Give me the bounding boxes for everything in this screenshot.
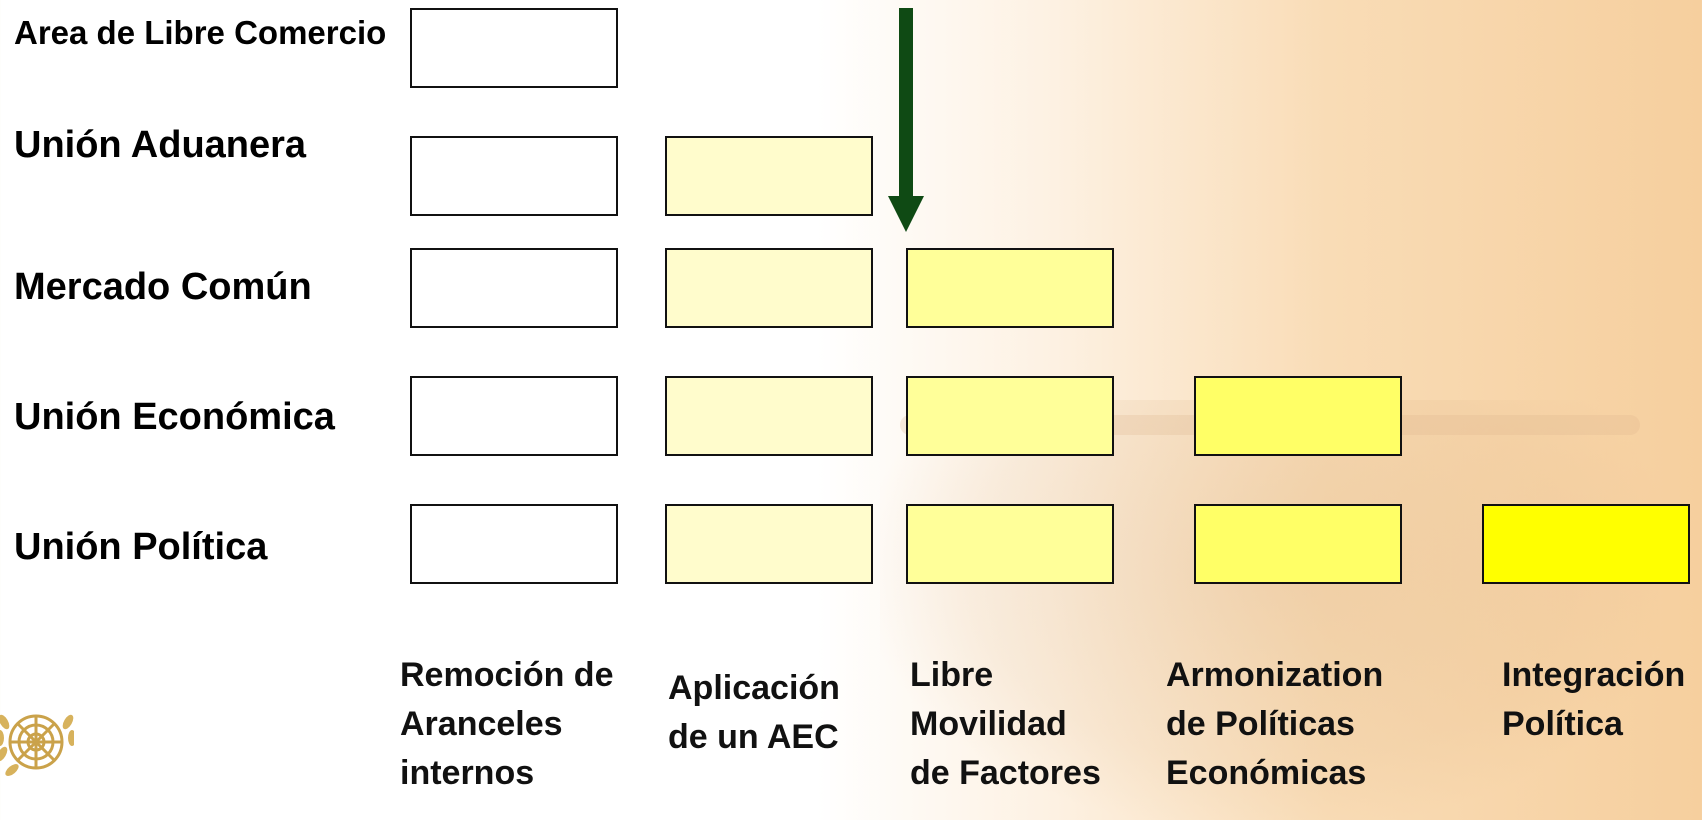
stage-box	[1194, 376, 1402, 456]
stage-box	[665, 136, 873, 216]
down-arrow-icon	[888, 196, 924, 232]
column-label-remocion: Remoción de Aranceles internos	[400, 651, 613, 798]
column-label-line: de Políticas	[1166, 705, 1355, 743]
column-label-line: Integración	[1502, 656, 1686, 694]
column-label-line: de un AEC	[668, 718, 839, 756]
stage-box	[1194, 504, 1402, 584]
row-label-mercado-comun: Mercado Común	[14, 266, 312, 308]
column-label-line: de Factores	[910, 754, 1101, 792]
column-label-line: Aranceles	[400, 705, 563, 743]
stage-box	[410, 248, 618, 328]
column-label-line: Remoción de	[400, 656, 614, 694]
column-label-line: Movilidad	[910, 705, 1067, 743]
column-label-line: Política	[1502, 705, 1623, 743]
stage-box	[665, 248, 873, 328]
down-arrow-shaft	[899, 8, 913, 198]
column-label-aplicacion: Aplicación de un AEC	[668, 664, 840, 762]
column-label-line: internos	[400, 754, 535, 792]
column-label-line: Libre	[910, 656, 994, 694]
stage-box	[1482, 504, 1690, 584]
column-label-line: Económicas	[1166, 754, 1367, 792]
row-label-area-libre-comercio: Area de Libre Comercio	[14, 14, 387, 51]
row-label-union-economica: Unión Económica	[14, 396, 335, 438]
stage-box	[906, 248, 1114, 328]
background-decoration	[880, 400, 1660, 820]
column-label-line: Armonization	[1166, 656, 1384, 694]
stage-box	[410, 504, 618, 584]
stage-box	[410, 136, 618, 216]
stage-box	[665, 376, 873, 456]
row-label-union-politica: Unión Política	[14, 526, 268, 568]
row-label-union-aduanera: Unión Aduanera	[14, 124, 307, 166]
column-label-armonizacion: Armonization de Políticas Económicas	[1166, 651, 1383, 798]
column-label-integracion: Integración Política	[1502, 651, 1685, 749]
stage-box	[410, 376, 618, 456]
un-emblem-icon	[0, 714, 74, 776]
stage-box	[410, 8, 618, 88]
stage-box	[906, 376, 1114, 456]
stage-box	[665, 504, 873, 584]
column-label-line: Aplicación	[668, 669, 840, 707]
column-label-libre-movilidad: Libre Movilidad de Factores	[910, 651, 1101, 798]
stage-box	[906, 504, 1114, 584]
